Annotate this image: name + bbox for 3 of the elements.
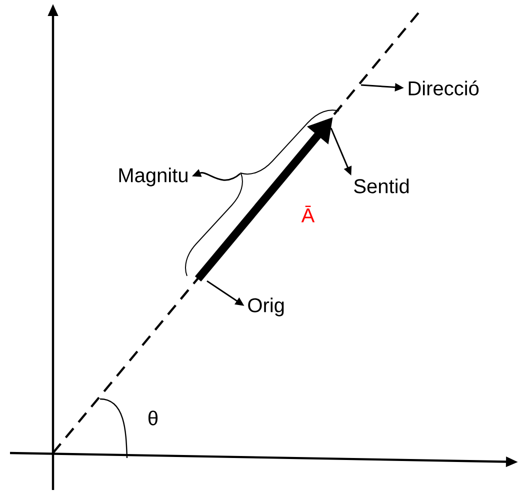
angle-symbol: θ	[148, 410, 158, 426]
vector-symbol: Ā	[301, 206, 315, 222]
label-text: Direcció	[408, 80, 479, 96]
